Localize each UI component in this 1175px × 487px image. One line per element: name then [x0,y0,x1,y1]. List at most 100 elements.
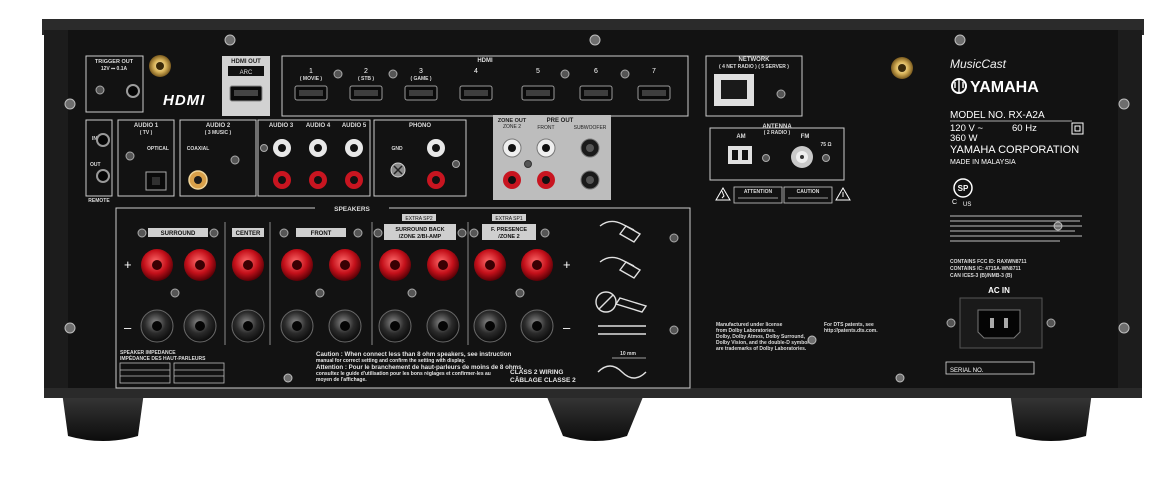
hdmi-out-label-bar [228,66,264,76]
trigger-out-sub: 12V ⎓ 0.1A [101,66,128,72]
speaker-terminal-minus[interactable] [473,309,507,343]
hdmi-in-port-5[interactable]: 5 [521,68,555,101]
speaker-minus-right: – [563,320,571,335]
speaker-terminal-minus[interactable] [328,309,362,343]
speaker-terminal-minus[interactable] [426,309,460,343]
speaker-terminal-minus[interactable] [280,309,314,343]
fm-antenna-connector[interactable] [791,146,813,168]
rca-white-jack[interactable] [309,139,327,157]
trigger-screw [95,85,105,95]
rca-red-jack[interactable] [537,171,555,189]
speaker-screws [137,228,550,298]
speaker-terminal-plus[interactable] [329,249,361,281]
hdmi-in-title: HDMI [477,58,493,64]
rca-red-jack[interactable] [273,171,291,189]
speaker-minus-left: – [124,320,132,335]
rca-white-jack[interactable] [273,139,291,157]
speaker-terminal-minus[interactable] [378,309,412,343]
am-antenna-terminal[interactable] [728,146,752,164]
hdmi-in-port-num: 2 [364,68,368,75]
hdmi-in-port-num: 5 [536,68,540,75]
rca-white-jack[interactable] [427,139,445,157]
rca-white-jack[interactable] [345,139,363,157]
speaker-terminal-plus[interactable] [427,249,459,281]
remote-in-jack[interactable] [96,133,110,147]
ac-screw [946,318,956,328]
ac-screw [1046,318,1056,328]
speaker-terminal-plus[interactable] [379,249,411,281]
speaker-terminal-minus[interactable] [231,309,265,343]
speaker-terminal-plus[interactable] [184,249,216,281]
speaker-presence-label: F. PRESENCE [491,227,527,233]
audio1-screw [125,151,135,161]
hdmi-in-screws [333,69,630,79]
ac-pin [1004,318,1008,328]
phono-screw [452,160,460,168]
dolby-line-3: Dolby, Dolby Atmos, Dolby Surround, [716,334,806,340]
rca-red-jack[interactable] [345,171,363,189]
ac-in-socket[interactable] [977,309,1021,339]
preout-front: FRONT [537,125,554,131]
speaker-terminal-plus[interactable] [232,249,264,281]
antenna-title: ANTENNA [762,124,792,130]
speaker-terminal-minus[interactable] [520,309,554,343]
wifi-antenna-connector-right[interactable] [891,57,913,79]
hdmi-in-port-num: 1 [309,68,313,75]
rca-red-jack[interactable] [503,171,521,189]
rca-white-jack[interactable] [502,138,522,158]
hdmi-in-port-2[interactable]: 2 ( STB ) [349,68,383,101]
speaker-terminal-minus[interactable] [140,309,174,343]
serial-label: SERIAL NO. [950,368,984,374]
hdmi-in-port-6[interactable]: 6 [579,68,613,101]
fcc-statement-lines [950,215,1082,242]
coaxial-jack[interactable] [188,170,208,190]
rca-white-jack[interactable] [536,138,556,158]
speaker-terminal-plus[interactable] [281,249,313,281]
hdmi-in-port-4[interactable]: 4 [459,68,493,101]
diagram-screw [669,325,679,335]
rca-red-jack[interactable] [309,171,327,189]
class2-wiring-fr: CÂBLAGE CLASSE 2 [510,375,576,384]
trigger-out-jack[interactable] [126,84,140,98]
speaker-terminal-plus[interactable] [474,249,506,281]
hdmi-in-port-num: 7 [652,68,656,75]
class2-double-insulation-symbol [1071,122,1084,135]
hdmi-in-port-3[interactable]: 3 ( GAME ) [404,68,438,101]
speaker-terminal-plus[interactable] [141,249,173,281]
speaker-terminal-plus[interactable] [521,249,553,281]
musiccast-logo: MusicCast [950,57,1007,71]
audio5-title: AUDIO 5 [342,123,367,129]
hdmi-in-port-label: ( STB ) [358,76,374,82]
audio4-title: AUDIO 4 [306,123,331,129]
wifi-antenna-connector-left[interactable] [149,55,171,77]
network-box [705,55,803,117]
audio2-screw [230,155,240,165]
impedance-title: SPEAKER IMPEDANCE [120,350,176,356]
trigger-out-title: TRIGGER OUT [95,59,134,65]
network-title: NETWORK [739,57,771,63]
speaker-extra2-label: EXTRA SP2 [405,216,432,222]
chassis-left-edge [44,30,68,398]
remote-out-jack[interactable] [96,169,110,183]
speaker-extra1-label: EXTRA SP1 [495,216,522,222]
antenna-screw [762,154,770,162]
rca-red-jack[interactable] [427,171,445,189]
coaxial-label: COAXIAL [187,146,210,152]
ac-in-label: AC IN [988,286,1010,295]
yamaha-tuning-fork-logo [951,78,967,94]
phono-gnd-terminal[interactable] [390,162,406,178]
speaker-terminal-minus[interactable] [183,309,217,343]
antenna-sub: ( 2 RADIO ) [764,130,791,136]
ethernet-port-socket [721,80,747,99]
ac-pin [990,318,994,328]
ices-id: CAN ICES-3 (B)/NMB-3 (B) [950,273,1013,279]
phono-title: PHONO [409,123,431,129]
center-foot [545,392,645,441]
subwoofer-jack[interactable] [580,170,600,190]
hdmi-in-port-7[interactable]: 7 [637,68,671,101]
subwoofer-jack[interactable] [580,138,600,158]
preout-screw [524,160,532,168]
rating-frequency: 60 Hz [1012,123,1037,134]
hdmi-in-port-1[interactable]: 1 ( MOVIE ) [294,68,328,101]
